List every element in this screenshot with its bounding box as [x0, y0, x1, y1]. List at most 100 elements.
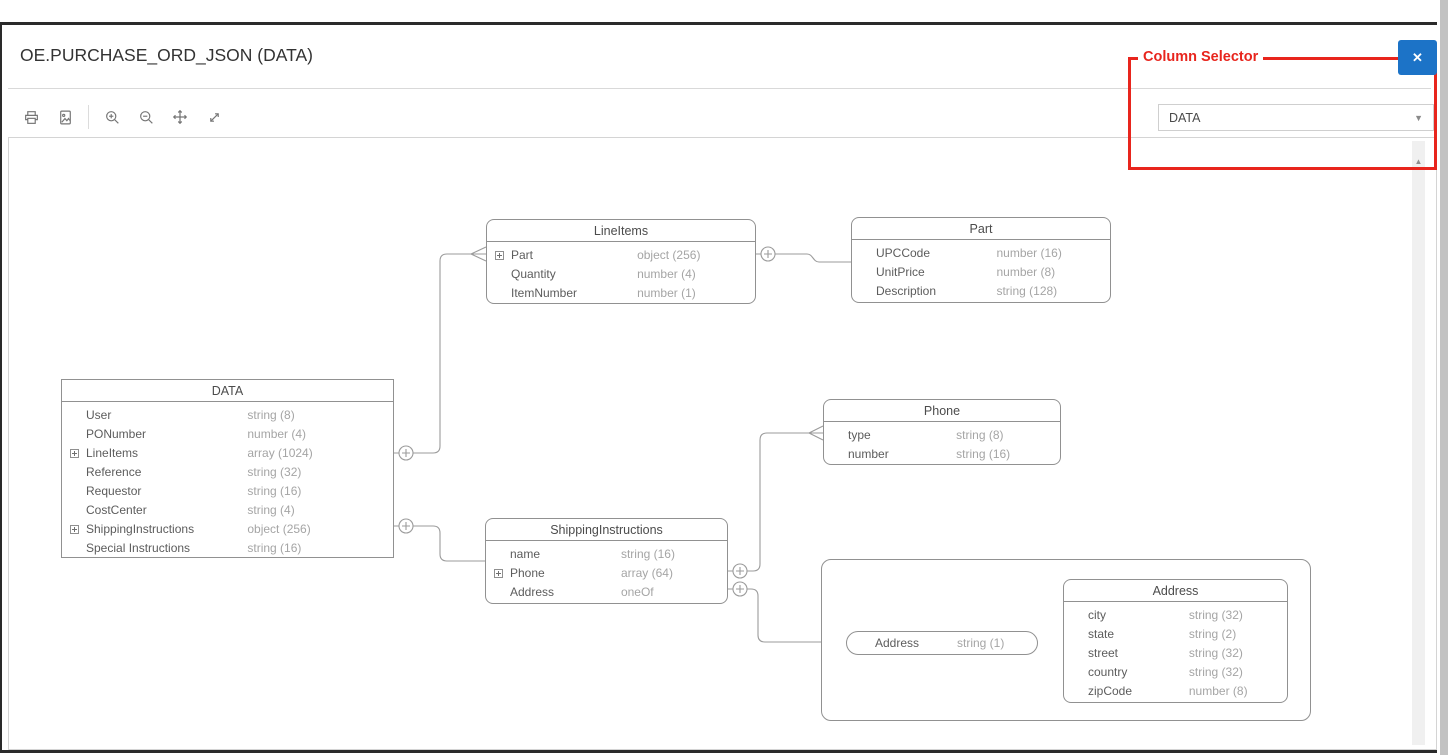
fit-screen-button[interactable]	[197, 104, 231, 130]
field-type: string (1)	[957, 636, 1005, 650]
connector-data-lineitems	[394, 253, 471, 454]
pan-icon	[172, 109, 188, 125]
scroll-up-icon[interactable]: ▲	[1414, 157, 1423, 166]
connector-lineitems-part	[756, 253, 851, 263]
export-image-button[interactable]	[48, 104, 82, 130]
window-frame-top	[0, 22, 1437, 25]
diagram-panel: OE.PURCHASE_ORD_JSON (DATA) ✕	[2, 25, 1437, 750]
zoom-out-button[interactable]	[129, 104, 163, 130]
toolbar-separator	[88, 105, 89, 129]
window-frame-bottom	[0, 750, 1437, 753]
field-type: string (32)	[1188, 665, 1243, 679]
dropdown-value: DATA	[1169, 111, 1201, 125]
fit-screen-icon	[209, 112, 219, 122]
expand-icon[interactable]	[70, 449, 79, 458]
title-divider	[8, 88, 1431, 89]
field-type: string (8)	[956, 428, 1004, 442]
expand-icon[interactable]	[70, 525, 79, 534]
chevron-down-icon: ▼	[1414, 113, 1423, 123]
plus-data-lineitems	[402, 449, 410, 457]
field-type: number (8)	[996, 265, 1056, 279]
entity-title: Phone	[824, 400, 1060, 422]
crowfoot-phone	[808, 425, 824, 441]
canvas-vertical-scrollbar[interactable]: ▲	[1412, 141, 1425, 745]
connector-data-shipping	[394, 525, 485, 562]
field-type: string (128)	[996, 284, 1058, 298]
field-type: number (8)	[1188, 684, 1248, 698]
connector-shipping-address	[728, 588, 821, 643]
column-selector-annotation-box: Column Selector	[1128, 49, 1437, 170]
expand-icon[interactable]	[494, 569, 503, 578]
field-type: number (1)	[637, 286, 696, 300]
field-name: Address	[875, 636, 920, 650]
connector-layer	[394, 246, 851, 643]
field-type: string (16)	[620, 547, 675, 561]
browser-scrollbar[interactable]	[1440, 0, 1448, 755]
field-type: string (16)	[247, 541, 302, 555]
plus-data-shipping	[402, 522, 410, 530]
window-frame-left	[0, 22, 2, 753]
address-choice-pill[interactable]: Address string (1)	[846, 631, 1038, 655]
entity-title: LineItems	[487, 220, 755, 242]
field-type: array (1024)	[247, 446, 313, 460]
column-selector-dropdown[interactable]: DATA ▼	[1158, 104, 1434, 131]
crowfoot-lineitems	[470, 246, 487, 262]
toolbar	[14, 103, 231, 131]
zoom-in-icon	[105, 110, 119, 124]
zoom-out-icon	[139, 110, 153, 124]
expand-icon[interactable]	[495, 251, 504, 260]
print-icon	[24, 110, 38, 124]
entity-title: ShippingInstructions	[486, 519, 727, 541]
page-title: OE.PURCHASE_ORD_JSON (DATA)	[20, 45, 314, 65]
field-type: string (4)	[247, 503, 295, 517]
field-type: string (8)	[247, 408, 295, 422]
entity-title: DATA	[62, 380, 393, 402]
connector-shipping-phone	[728, 432, 809, 572]
field-type: string (2)	[1188, 627, 1237, 641]
pan-button[interactable]	[163, 104, 197, 130]
field-type: string (32)	[1188, 608, 1243, 622]
zoom-in-button[interactable]	[95, 104, 129, 130]
field-type: number (4)	[247, 427, 307, 441]
field-type: object (256)	[637, 248, 701, 262]
close-button[interactable]: ✕	[1398, 40, 1437, 75]
field-type: oneOf	[620, 585, 654, 599]
field-type: number (4)	[637, 267, 696, 281]
field-type: string (32)	[1188, 646, 1243, 660]
column-selector-annotation-label: Column Selector	[1138, 49, 1264, 65]
entity-title: Part	[852, 218, 1110, 240]
print-button[interactable]	[14, 104, 48, 130]
